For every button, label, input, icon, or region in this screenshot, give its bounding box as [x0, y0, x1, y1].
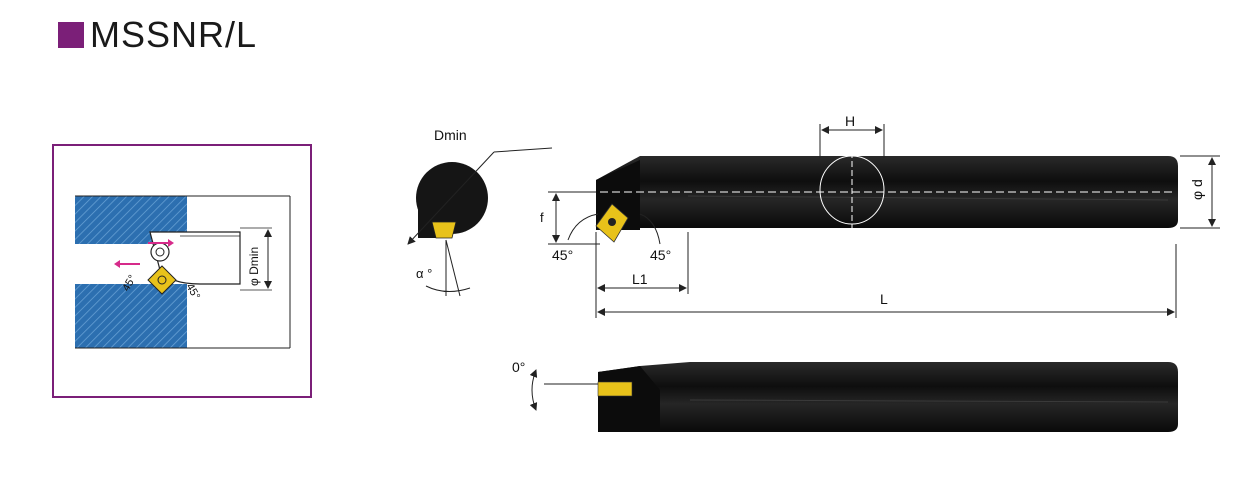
- inset-insert: [147, 265, 177, 295]
- inset-dmin-label: φ Dmin: [247, 247, 261, 286]
- dim-l1-label: L1: [632, 271, 648, 287]
- cutting-insert-side: [597, 381, 633, 397]
- dim-phi-d-label: φ d: [1189, 179, 1205, 200]
- dim-f-label: f: [540, 210, 544, 225]
- inset-screw-icon: [150, 242, 170, 262]
- dim-h-label: H: [845, 113, 855, 129]
- inset-application-view: φ Dmin 45° 45°: [75, 195, 291, 349]
- product-title: MSSNR/L: [58, 14, 257, 56]
- product-code: MSSNR/L: [90, 14, 258, 55]
- workpiece-lower: [75, 284, 187, 348]
- angle-right-label: 45°: [650, 247, 671, 263]
- holder-shank: [596, 156, 1178, 228]
- title-marker-square: [58, 22, 84, 48]
- end-view-insert: [431, 221, 457, 239]
- end-view-dmin-label: Dmin: [434, 127, 467, 143]
- dim-l-label: L: [880, 291, 888, 307]
- side-view-top: H φ d f 45° 45° L1 L: [540, 113, 1220, 318]
- rake-angle-label: α °: [416, 266, 432, 281]
- angle-left-label: 45°: [552, 247, 573, 263]
- side-view-bottom: 0°: [512, 359, 1178, 432]
- end-view: Dmin α °: [407, 127, 553, 297]
- zero-angle-label: 0°: [512, 359, 525, 375]
- holder-shank-bottom: [598, 362, 1178, 432]
